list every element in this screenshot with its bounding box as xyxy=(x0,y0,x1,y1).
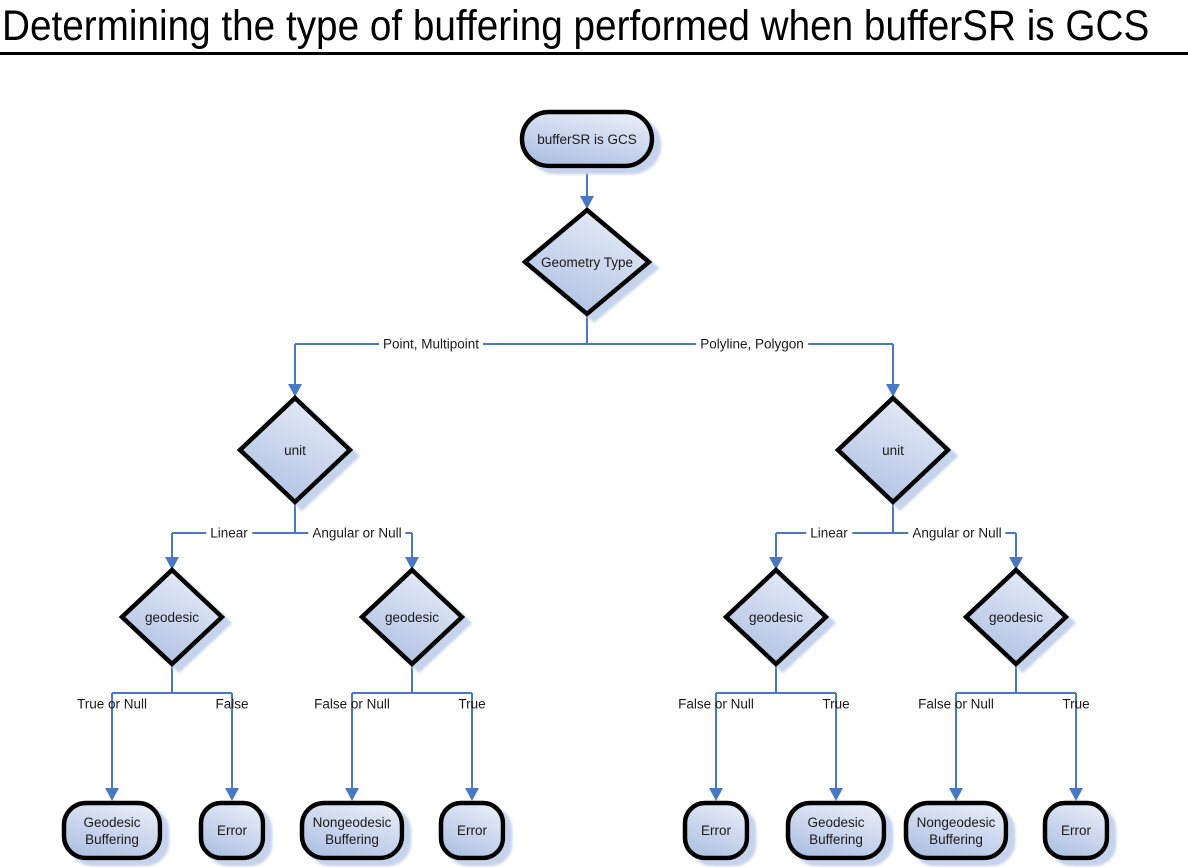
edge-label-true-3: True xyxy=(1062,696,1090,712)
edge-label-angular-left: Angular or Null xyxy=(308,525,406,541)
edge-label-angular-right: Angular or Null xyxy=(908,525,1006,541)
decision-geodesic-4-label: geodesic xyxy=(988,609,1044,625)
start-node xyxy=(519,109,655,169)
edge-label-true-2: True xyxy=(822,696,850,712)
arrowhead xyxy=(949,788,963,801)
decision-geodesic-2-label: geodesic xyxy=(384,609,440,625)
terminal-geodesic-buffering-left xyxy=(61,800,163,861)
terminal-geodesic-buffering-right xyxy=(785,800,887,861)
terminal-label: Error xyxy=(217,823,247,838)
edge-label-false-or-null-3: False or Null xyxy=(918,696,994,712)
connector-unit-right-branch xyxy=(775,502,1017,558)
arrowhead xyxy=(105,788,119,801)
decision-geodesic-1 xyxy=(118,566,226,668)
arrowhead xyxy=(1069,788,1083,801)
connector-unit-left-branch xyxy=(171,502,413,558)
terminal-error-1 xyxy=(198,800,266,861)
decision-geodesic-3-label: geodesic xyxy=(748,609,804,625)
decision-unit-right-label: unit xyxy=(882,442,904,458)
decision-geodesic-1-label: geodesic xyxy=(144,609,200,625)
edge-label-linear-right: Linear xyxy=(806,525,852,541)
edge-label-true-1: True xyxy=(458,696,486,712)
arrowhead xyxy=(580,196,594,209)
terminal-error-2 xyxy=(438,800,506,861)
decision-geometry-type xyxy=(521,207,653,317)
decision-unit-right xyxy=(834,394,952,506)
connector-geodesic-3-branch xyxy=(715,664,837,789)
arrowhead xyxy=(709,788,723,801)
edge-label-point-multipoint: Point, Multipoint xyxy=(378,336,484,352)
start-node-label: bufferSR is GCS xyxy=(537,131,637,147)
edge-label-false-or-null-2: False or Null xyxy=(678,696,754,712)
terminal-label: Error xyxy=(1061,823,1091,838)
terminal-nongeodesic-buffering-left xyxy=(299,800,405,861)
decision-geodesic-4 xyxy=(962,566,1070,668)
edge-label-true-or-null: True or Null xyxy=(76,696,148,712)
connector-geodesic-1-branch xyxy=(111,664,233,789)
edge-label-false-or-null-1: False or Null xyxy=(314,696,390,712)
terminal-label: Error xyxy=(457,823,487,838)
terminal-label: Error xyxy=(701,823,731,838)
terminal-error-4 xyxy=(1042,800,1110,861)
decision-geometry-type-label: Geometry Type xyxy=(540,254,634,270)
arrowhead xyxy=(465,788,479,801)
arrowhead xyxy=(225,788,239,801)
edge-label-false: False xyxy=(215,696,249,712)
connector-geometry-branch xyxy=(294,315,894,385)
edge-label-linear-left: Linear xyxy=(206,525,252,541)
connector-geodesic-2-branch xyxy=(351,664,473,789)
arrowhead xyxy=(345,788,359,801)
terminal-nongeodesic-buffering-right xyxy=(903,800,1009,861)
title-underline xyxy=(0,52,1188,55)
terminal-error-3 xyxy=(682,800,750,861)
edge-label-polyline-polygon: Polyline, Polygon xyxy=(696,336,808,352)
decision-geodesic-2 xyxy=(358,566,466,668)
arrowhead xyxy=(829,788,843,801)
decision-geodesic-3 xyxy=(722,566,830,668)
decision-unit-left-label: unit xyxy=(284,442,306,458)
page-title: Determining the type of buffering perfor… xyxy=(2,2,1150,50)
connector-geodesic-4-branch xyxy=(955,664,1077,789)
decision-unit-left xyxy=(236,394,354,506)
